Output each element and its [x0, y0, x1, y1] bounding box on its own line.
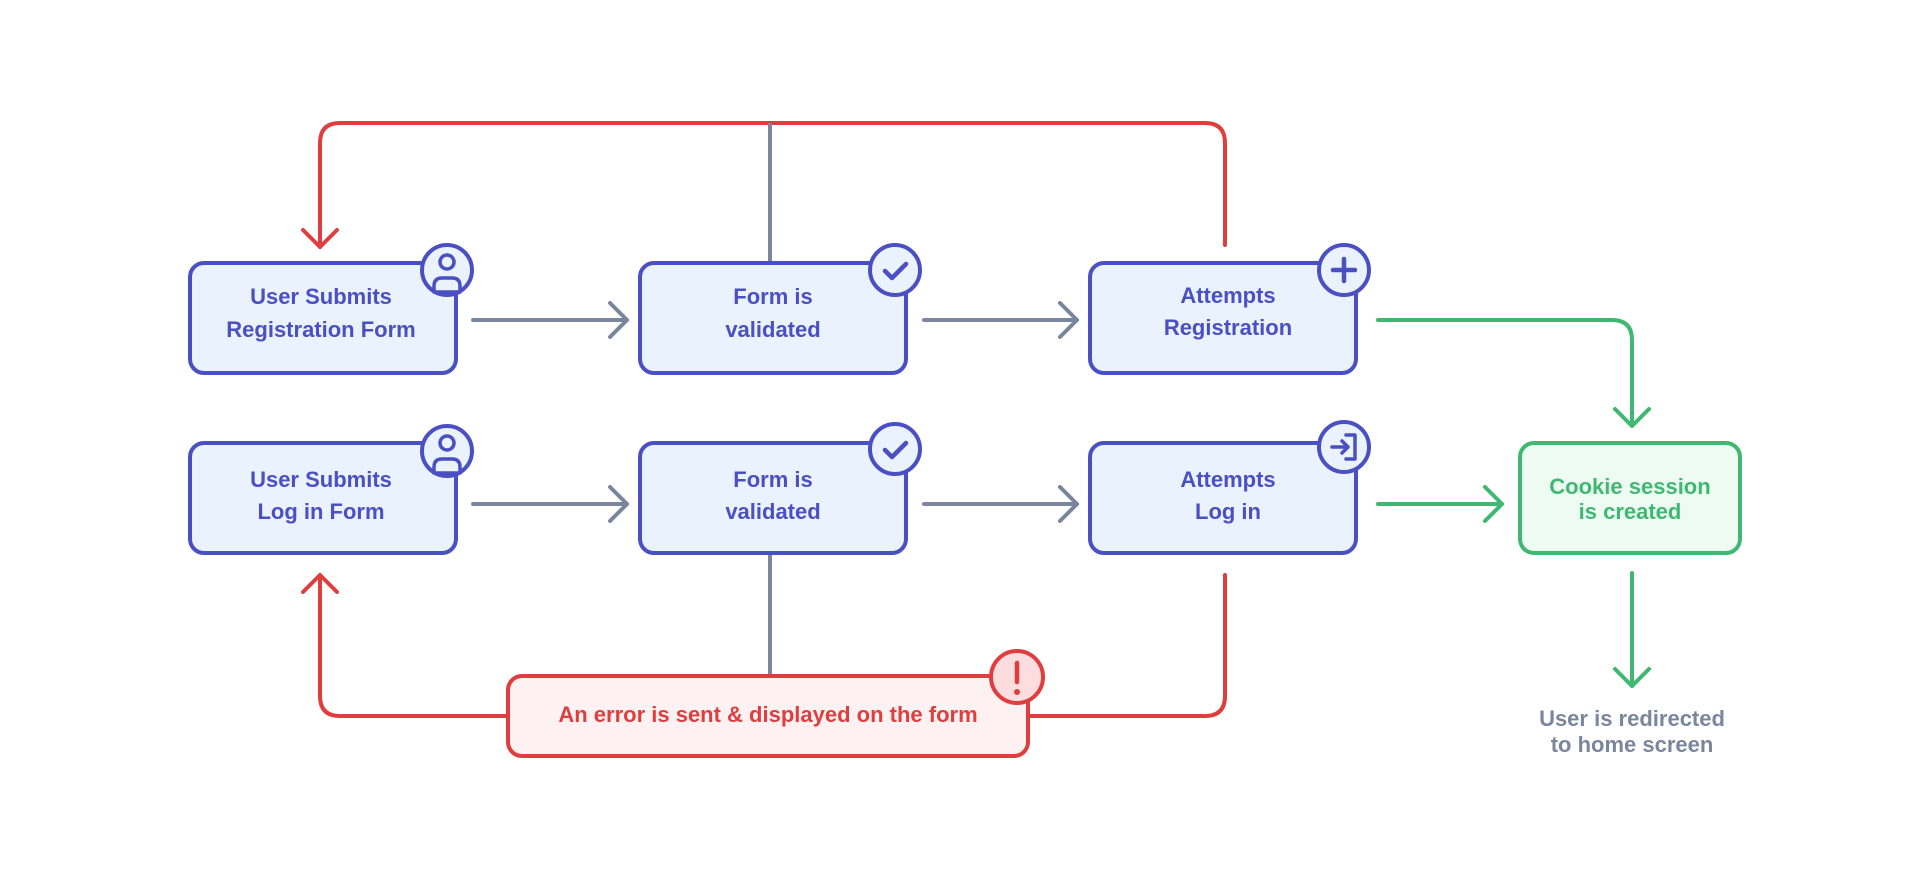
- user-icon: [420, 424, 474, 478]
- user-icon: [420, 243, 474, 297]
- node-login-validate: Form is validated: [638, 441, 908, 555]
- node-registration-submit: User Submits Registration Form: [188, 261, 458, 375]
- node-label-line2: Registration: [1164, 315, 1292, 340]
- node-label-line1: User Submits: [250, 284, 392, 309]
- arrowhead-down-registration-submit: [301, 228, 339, 249]
- plus-icon: [1317, 243, 1371, 297]
- node-registration-attempt: Attempts Registration: [1088, 261, 1358, 375]
- node-label-line2: validated: [725, 499, 820, 524]
- registration-error-loop: [318, 121, 1227, 249]
- arrow-login-validate-to-attempt: [922, 485, 1079, 523]
- error-message: An error is sent & displayed on the form: [558, 702, 977, 727]
- redirect-note-line1: User is redirected: [1539, 706, 1725, 731]
- arrow-registration-to-cookie: [1376, 318, 1651, 428]
- node-label-line1: Attempts: [1180, 283, 1275, 308]
- arrow-login-submit-to-validate: [471, 485, 629, 523]
- node-label-line1: Form is: [733, 284, 812, 309]
- check-icon: [868, 422, 922, 476]
- login-error-connector-left: [318, 573, 510, 718]
- login-icon: [1317, 420, 1371, 474]
- arrow-reg-validate-to-attempt: [922, 301, 1079, 339]
- check-icon: [868, 243, 922, 297]
- redirect-note-line2: to home screen: [1551, 732, 1714, 757]
- arrowhead-up-login-submit: [301, 573, 339, 594]
- node-label-line2: validated: [725, 317, 820, 342]
- node-cookie-session: Cookie session is created: [1518, 441, 1742, 555]
- node-label-line1: User Submits: [250, 467, 392, 492]
- arrow-reg-submit-to-validate: [471, 301, 629, 339]
- arrow-cookie-to-redirect: [1613, 571, 1651, 688]
- node-label-line2: is created: [1579, 499, 1682, 524]
- node-label-line1: Cookie session: [1549, 474, 1710, 499]
- node-label-line2: Log in: [1195, 499, 1261, 524]
- arrow-login-to-cookie: [1376, 485, 1504, 523]
- node-registration-validate: Form is validated: [638, 261, 908, 375]
- node-login-submit: User Submits Log in Form: [188, 441, 458, 555]
- exclamation-icon: [989, 649, 1045, 705]
- node-label-line2: Registration Form: [226, 317, 415, 342]
- login-error-connector-right: [1028, 573, 1227, 718]
- node-label-line1: Form is: [733, 467, 812, 492]
- node-label-line2: Log in Form: [257, 499, 384, 524]
- node-error: An error is sent & displayed on the form: [506, 674, 1030, 758]
- node-login-attempt: Attempts Log in: [1088, 441, 1358, 555]
- node-label-line1: Attempts: [1180, 467, 1275, 492]
